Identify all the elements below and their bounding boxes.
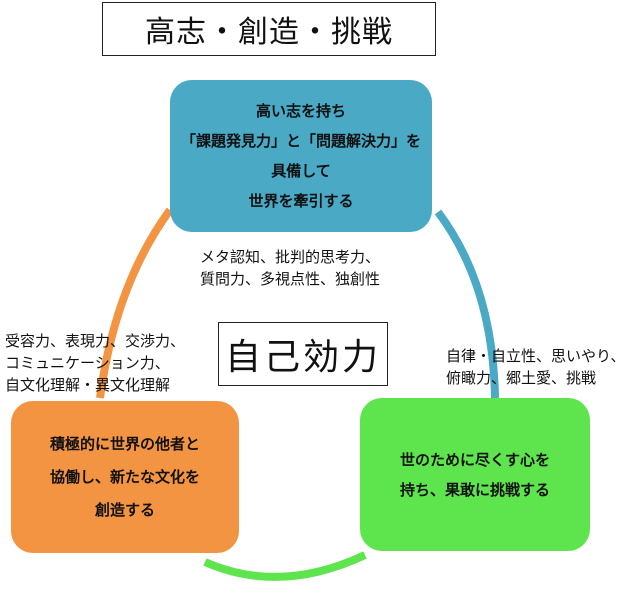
goal-node-line: 具備して [271, 162, 331, 180]
goal-node-line: 創造する [94, 500, 155, 519]
arc-orange [96, 207, 174, 399]
skills-line: 受容力、表現力、交渉力、 [5, 332, 186, 350]
arc-green [203, 551, 367, 581]
skills-top: メタ認知、批判的思考力、 質問力、多視点性、独創性 [200, 246, 380, 290]
goal-node-line: 積極的に世界の他者と [49, 434, 200, 453]
goal-node-line: 世のために尽くす心を [399, 450, 550, 469]
arc-blue [434, 209, 499, 399]
goal-node-serve-society: 世のために尽くす心を 持ち、果敢に挑戦する [360, 398, 590, 551]
skills-line: 自律・自立性、思いやり、 [446, 347, 626, 365]
goal-node-line: 持ち、果敢に挑戦する [399, 480, 550, 499]
goal-node-line: 協働し、新たな文化を [49, 467, 200, 486]
diagram-title: 高志・創造・挑戦 [102, 2, 436, 56]
skills-line: 自文化理解・異文化理解 [5, 376, 171, 394]
goal-node-line: 「課題発見力」と「問題解決力」を [180, 132, 421, 150]
goal-node-line: 高い志を持ち [255, 102, 346, 120]
center-label: 自己効力 [218, 322, 388, 386]
skills-line: コミュニケーション力、 [5, 354, 170, 372]
skills-right: 自律・自立性、思いやり、 俯瞰力、郷土愛、挑戦 [446, 345, 625, 389]
skills-line: 俯瞰力、郷土愛、挑戦 [446, 369, 597, 387]
goal-node-create-culture: 積極的に世界の他者と 協働し、新たな文化を 創造する [11, 401, 239, 553]
goal-node-line: 世界を牽引する [248, 192, 354, 210]
skills-line: メタ認知、批判的思考力、 [200, 248, 381, 266]
skills-left: 受容力、表現力、交渉力、 コミュニケーション力、 自文化理解・異文化理解 [5, 330, 185, 396]
skills-line: 質問力、多視点性、独創性 [200, 270, 381, 288]
goal-node-lead-world: 高い志を持ち 「課題発見力」と「問題解決力」を 具備して 世界を牽引する [170, 80, 432, 232]
